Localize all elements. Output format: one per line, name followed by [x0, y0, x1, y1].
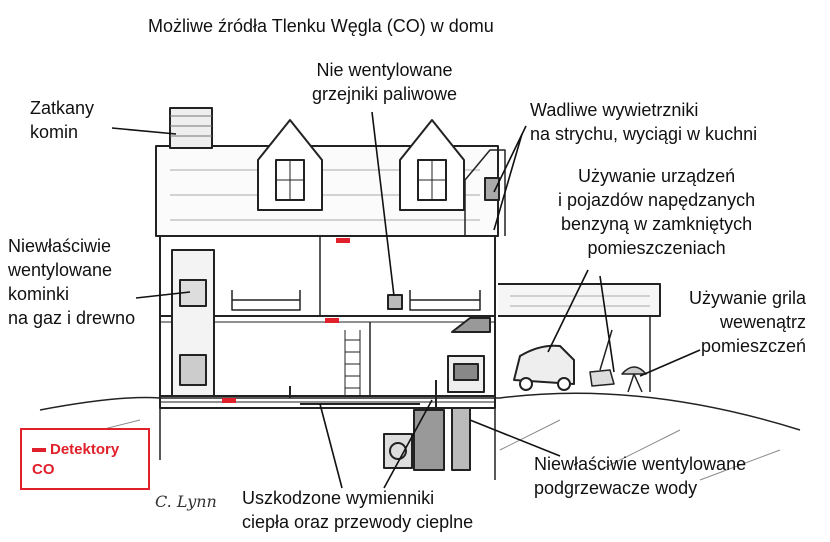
- co-detectors: [222, 238, 350, 403]
- label-water-heater: Niewłaściwie wentylowane podgrzewacze wo…: [534, 452, 746, 500]
- fuel-heater: [387, 294, 403, 310]
- leader-heat-exchanger: [319, 403, 343, 489]
- label-vents-line: Wadliwe wywietrzniki: [530, 100, 699, 120]
- lawnmower: [589, 329, 615, 387]
- label-grill: Używanie grila wewenątrz pomieszczeń: [680, 286, 806, 358]
- water-heater: [451, 407, 471, 471]
- legend-label-2: CO: [32, 461, 55, 478]
- label-fireplace-line: na gaz i drewno: [8, 308, 136, 328]
- kitchen-hood: [451, 317, 491, 333]
- label-vehicles: Używanie urządzeń i pojazdów napędzanych…: [558, 164, 755, 260]
- co-detector-upper: [325, 318, 339, 323]
- artist-signature: C. Lynn: [155, 492, 217, 511]
- co-detector-attic: [336, 238, 350, 243]
- label-chimney-line: komin: [30, 122, 79, 142]
- label-water-heater-line: Niewłaściwie wentylowane: [534, 454, 747, 474]
- furnace: [413, 409, 445, 471]
- leader-grill: [639, 349, 701, 377]
- car: [513, 344, 575, 385]
- label-fireplace: Niewłaściwie wentylowane kominki na gaz …: [8, 234, 135, 330]
- label-heat-exchanger-line: ciepła oraz przewody cieplne: [242, 512, 474, 532]
- garage-roof: [498, 283, 661, 317]
- label-water-heater-line: podgrzewacze wody: [534, 478, 698, 498]
- label-fireplace-line: wentylowane: [8, 260, 113, 280]
- label-grill-line: pomieszczeń: [700, 336, 806, 356]
- legend-label: Detektory: [50, 441, 120, 458]
- bed-right: [409, 290, 481, 311]
- ground-line: [39, 392, 801, 431]
- leader-vehicles-2: [599, 275, 615, 373]
- attic-vent-pipe: [464, 149, 506, 236]
- label-chimney-line: Zatkany: [30, 98, 95, 118]
- legend-box: Detektory CO: [20, 428, 150, 490]
- leader-fireplace: [135, 291, 191, 299]
- label-vents: Wadliwe wywietrzniki na strychu, wyciągi…: [530, 98, 757, 146]
- leader-water-heater: [469, 419, 561, 457]
- label-vehicles-line: benzyną w zamkniętych: [561, 214, 753, 234]
- leader-heat-exchanger-2: [383, 399, 433, 489]
- leader-chimney: [111, 127, 177, 135]
- label-heat-exchanger: Uszkodzone wymienniki ciepła oraz przewo…: [242, 486, 473, 534]
- label-vehicles-line: Używanie urządzeń: [578, 166, 736, 186]
- label-fireplace-line: kominki: [8, 284, 70, 304]
- basement-walls: [159, 402, 496, 480]
- label-vehicles-line: pomieszczeniach: [587, 238, 726, 258]
- label-heaters: Nie wentylowane grzejniki paliwowe: [312, 58, 457, 106]
- label-fireplace-line: Niewłaściwie: [8, 236, 112, 256]
- bed-left: [231, 290, 301, 311]
- label-vents-line: na strychu, wyciągi w kuchni: [530, 124, 758, 144]
- legend-text: Detektory CO: [32, 440, 119, 480]
- label-heaters-line: Nie wentylowane: [316, 60, 453, 80]
- label-grill-line: wewenątrz: [719, 312, 806, 332]
- label-vehicles-line: i pojazdów napędzanych: [558, 190, 756, 210]
- label-heat-exchanger-line: Uszkodzone wymienniki: [242, 488, 435, 508]
- label-grill-line: Używanie grila: [688, 288, 806, 308]
- legend-swatch: [32, 448, 46, 453]
- label-chimney: Zatkany komin: [30, 96, 94, 144]
- chimney: [169, 107, 213, 149]
- leader-vehicles: [547, 269, 589, 353]
- leader-heaters: [371, 111, 395, 297]
- co-detector-ground: [222, 398, 236, 403]
- leader-vents-2: [493, 133, 523, 231]
- stairs: [344, 330, 361, 396]
- grill: [621, 366, 647, 393]
- diagram-title: Możliwe źródła Tlenku Węgla (CO) w domu: [148, 16, 494, 36]
- label-heaters-line: grzejniki paliwowe: [312, 84, 458, 104]
